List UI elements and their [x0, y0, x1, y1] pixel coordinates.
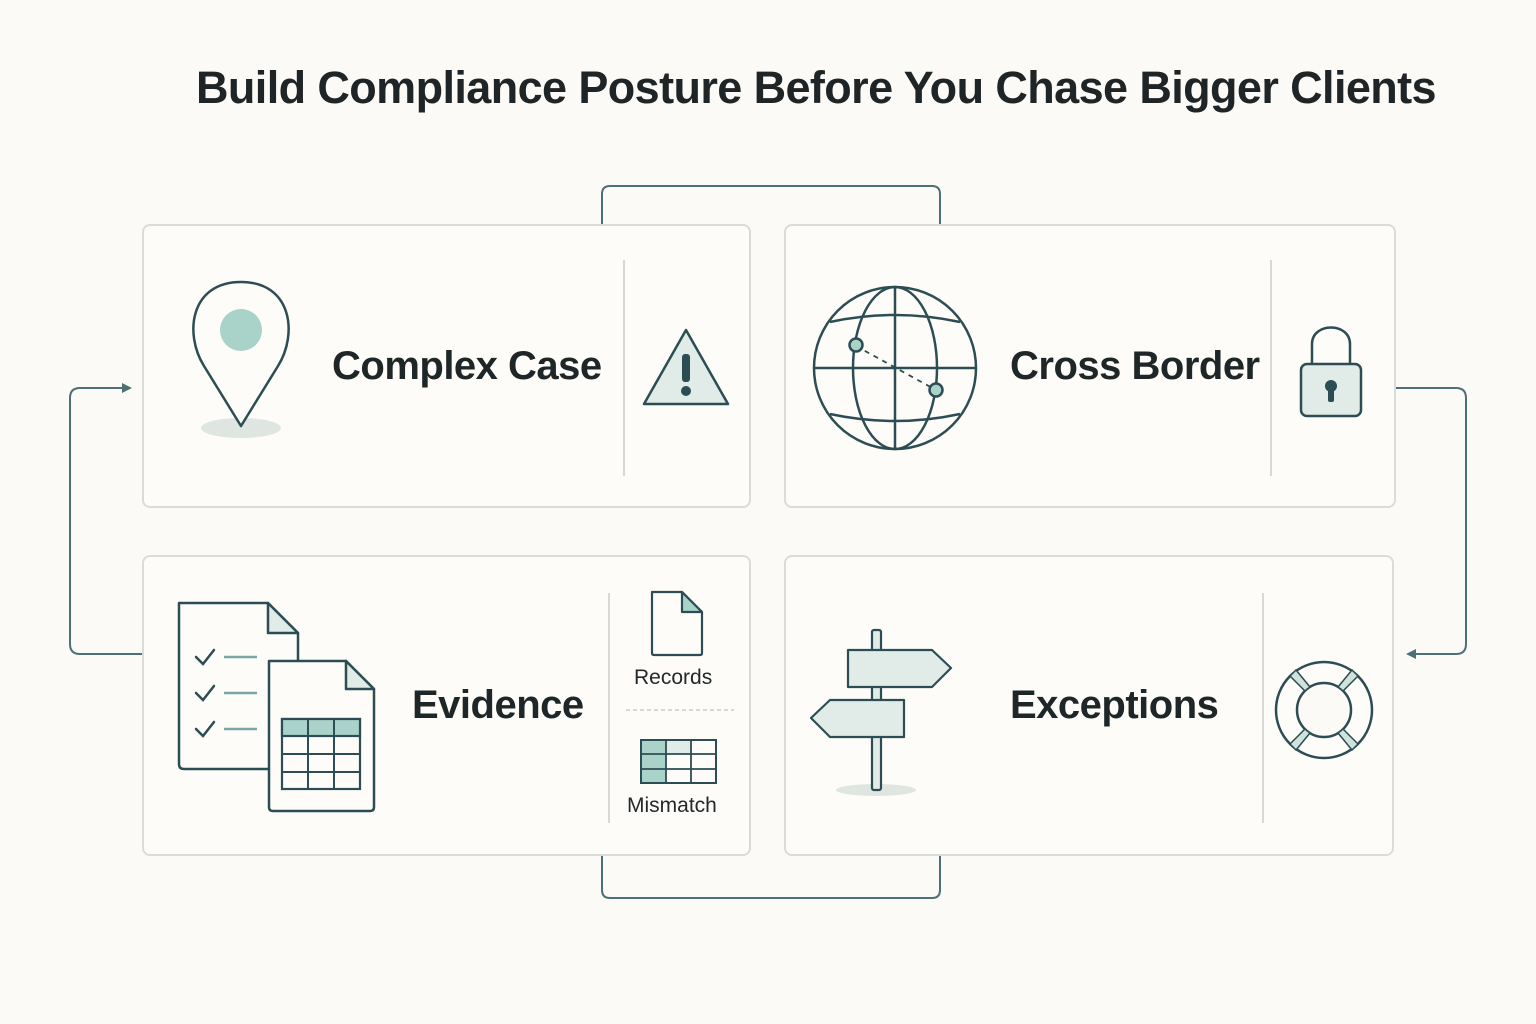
- padlock-icon: [1299, 326, 1363, 418]
- side-label-records: Records: [634, 666, 713, 689]
- globe-icon: [812, 285, 978, 451]
- card-cross-border: Cross Border: [784, 224, 1396, 508]
- documents-checklist-spreadsheet-icon: [177, 601, 376, 813]
- side-label-mismatch: Mismatch: [627, 794, 717, 817]
- card-complex-case: Complex Case: [142, 224, 751, 508]
- card-divider: [608, 593, 610, 823]
- document-icon: [650, 590, 704, 657]
- diagram-title: Build Compliance Posture Before You Chas…: [196, 62, 1437, 113]
- card-label-exceptions: Exceptions: [1010, 683, 1219, 727]
- card-label-cross-border: Cross Border: [1010, 344, 1260, 388]
- lifebuoy-icon: [1274, 660, 1374, 760]
- card-divider: [1270, 260, 1272, 476]
- card-exceptions: Exceptions: [784, 555, 1394, 856]
- card-evidence: Evidence Records Mismatch: [142, 555, 751, 856]
- signpost-icon: [809, 628, 953, 796]
- bottom-connector: [601, 856, 941, 899]
- top-connector: [601, 185, 941, 224]
- card-label-evidence: Evidence: [412, 683, 584, 727]
- right-loop-arrow: [1396, 387, 1467, 659]
- card-divider: [1262, 593, 1264, 823]
- warning-triangle-icon: [642, 328, 730, 406]
- location-pin-icon: [192, 280, 290, 438]
- card-label-complex-case: Complex Case: [332, 344, 602, 388]
- card-divider: [623, 260, 625, 476]
- left-loop-arrow: [69, 383, 142, 655]
- table-grid-icon: [640, 739, 717, 784]
